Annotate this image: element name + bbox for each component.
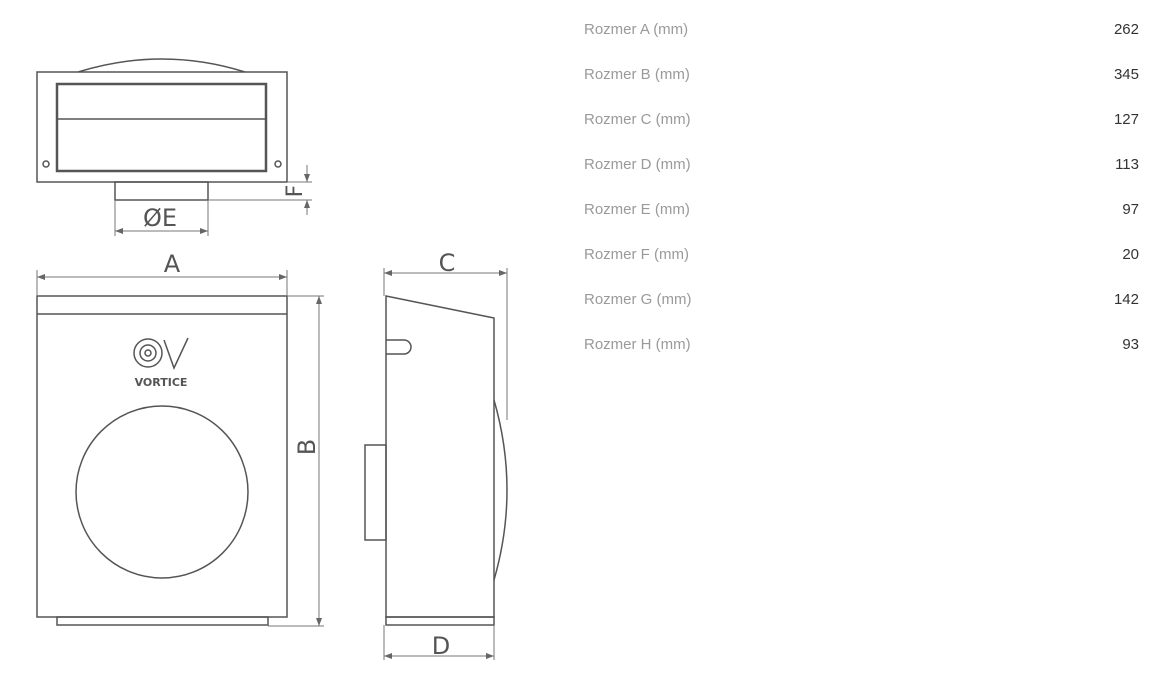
spec-label: Rozmer D (mm) [584, 155, 691, 173]
spec-value: 113 [1115, 155, 1139, 173]
spec-value: 142 [1113, 290, 1139, 308]
technical-drawing: ØE F A B C D VORTICE [36, 58, 508, 660]
spec-row: Rozmer G (mm) 142 [584, 288, 1139, 310]
spec-row: Rozmer D (mm) 113 [584, 153, 1139, 175]
spec-value: 20 [1122, 245, 1139, 263]
top-view [36, 58, 288, 201]
spec-row: Rozmer A (mm) 262 [584, 18, 1139, 40]
spec-label: Rozmer B (mm) [584, 65, 690, 83]
dim-label-e: ØE [143, 204, 177, 232]
spec-value: 262 [1113, 20, 1139, 38]
dim-label-f: F [283, 185, 308, 198]
spec-row: Rozmer F (mm) 20 [584, 243, 1139, 265]
spec-value: 127 [1113, 110, 1139, 128]
dim-label-a: A [164, 250, 181, 278]
spec-label: Rozmer E (mm) [584, 200, 690, 218]
spec-label: Rozmer F (mm) [584, 245, 689, 263]
spec-value: 93 [1122, 335, 1139, 353]
logo-text: VORTICE [135, 376, 188, 389]
dim-label-b: B [293, 439, 321, 455]
spec-label: Rozmer G (mm) [584, 290, 692, 308]
side-view [364, 295, 508, 626]
dimension-lines [36, 165, 508, 660]
spec-label: Rozmer A (mm) [584, 20, 689, 38]
dim-label-c: C [439, 249, 456, 277]
dim-label-d: D [432, 632, 450, 660]
spec-row: Rozmer B (mm) 345 [584, 63, 1139, 85]
front-view [36, 295, 288, 626]
spec-row: Rozmer E (mm) 97 [584, 198, 1139, 220]
spec-value: 97 [1122, 200, 1139, 218]
spec-row: Rozmer H (mm) 93 [584, 333, 1139, 355]
spec-value: 345 [1113, 65, 1139, 83]
vortice-logo [133, 337, 189, 370]
spec-label: Rozmer H (mm) [584, 335, 691, 353]
spec-label: Rozmer C (mm) [584, 110, 691, 128]
spec-row: Rozmer C (mm) 127 [584, 108, 1139, 130]
